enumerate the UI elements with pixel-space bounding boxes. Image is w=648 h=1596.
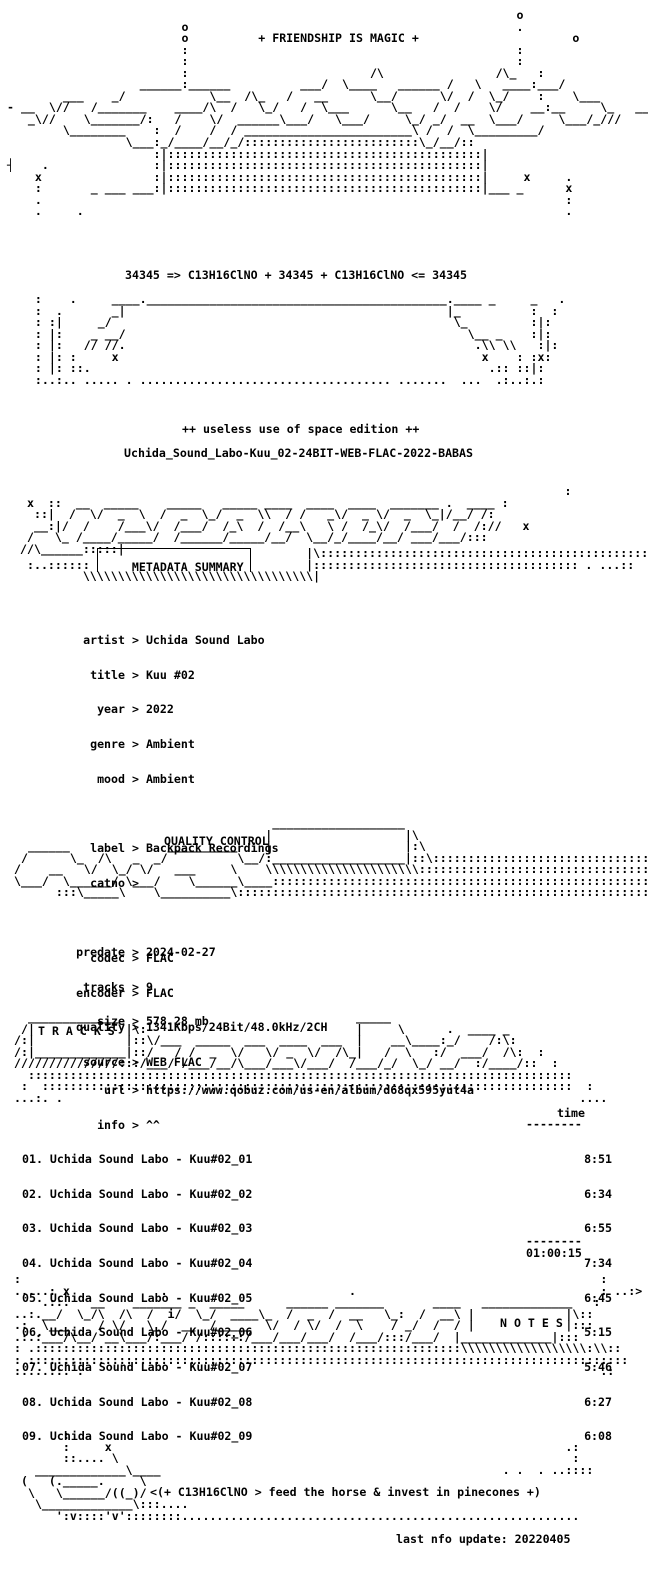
edition-line: ++ useless use of space edition ++ — [182, 422, 420, 436]
metadata-heading-box: METADATA SUMMARY — [97, 548, 251, 572]
time-column-rule: -------- — [526, 1117, 582, 1131]
meta-row-label: label > Backpack Recordings — [90, 840, 279, 855]
meta-row-predate: predate > 2024-02-27 — [76, 944, 216, 959]
album-url-link[interactable]: https://www.qobuz.com/us-en/album/d68qx5… — [145, 1083, 475, 1098]
metadata-list: artist > Uchida Sound Labo title > Kuu #… — [61, 612, 474, 1155]
footer-slogan: <(+ C13H16ClNO > feed the horse & invest… — [150, 1485, 541, 1499]
last-update: last nfo update: 20220405 — [396, 1532, 571, 1546]
time-column-label: time — [557, 1106, 585, 1120]
metadata-banner-right: |\::::::::::::::::::::::::::::::::::::::… — [26, 546, 648, 584]
quality-list: codec > FLAC encoder > FLAC quality > 13… — [61, 930, 327, 1092]
meta-spacer — [61, 912, 474, 924]
footer-dots: \_____________\:::.... ':v::::'v':::::::… — [34, 1497, 580, 1523]
meta-row-genre: genre > Ambient — [90, 737, 195, 752]
meta-row-catno: catno > — [90, 875, 146, 890]
quality-heading: QUALITY CONTROL — [164, 834, 269, 848]
logo-art-top: o o . o + FRIENDSHIP IS MAGIC + o : — [6, 8, 648, 219]
quality-row-source: source > WEB FLAC — [83, 1055, 202, 1070]
quality-banner-art: ___________________ | |\ ______ ________… — [14, 816, 648, 900]
tracks-banner-art: _____________ _____ /| |\: | \ . ____ _ … — [14, 1010, 608, 1105]
total-rule: -------- — [526, 1234, 582, 1248]
friendship-line: + FRIENDSHIP IS MAGIC + — [258, 31, 419, 46]
meta-row-artist: artist > Uchida Sound Labo — [83, 633, 265, 648]
horse-art: : : x .: ::.... \ : _____________\____ — [20, 1428, 594, 1500]
notes-heading: N O T E S — [500, 1316, 563, 1330]
quality-row-encoder: encoder > FLAC — [76, 985, 174, 1000]
quality-row-codec: codec > FLAC — [90, 951, 174, 966]
notes-banner-art: : : .....: x . . : ..:> .::. __ ______ — [14, 1272, 643, 1379]
total-time: 01:00:15 — [526, 1246, 582, 1260]
quality-row-quality: quality > 1341Kbps/24Bit/48.0kHz/2CH — [76, 1020, 328, 1035]
metadata-banner-art: : x :: __ _____ _____ _____ ____ ____ __… — [20, 484, 572, 556]
bridge-art: : . ____._______________________________… — [34, 292, 566, 387]
formula-line: 34345 => C13H16ClNO + 34345 + C13H16ClNO… — [125, 268, 468, 282]
release-name: Uchida_Sound_Labo-Kuu_02-24BIT-WEB-FLAC-… — [124, 446, 474, 460]
meta-row-url[interactable]: url > https://www.qobuz.com/us-en/album/… — [104, 1083, 475, 1098]
meta-row-mood: mood > Ambient — [97, 771, 195, 786]
meta-row-info: info > ^^ — [97, 1118, 160, 1133]
meta-row-tracks: tracks > 9 — [83, 979, 153, 994]
meta-row-size: size > 578.28 mb — [97, 1014, 209, 1029]
meta-row-title: title > Kuu #02 — [90, 667, 195, 682]
metadata-heading: METADATA SUMMARY — [131, 559, 244, 574]
tracks-heading: T R A C K S — [38, 1024, 115, 1038]
meta-row-year: year > 2022 — [97, 702, 174, 717]
